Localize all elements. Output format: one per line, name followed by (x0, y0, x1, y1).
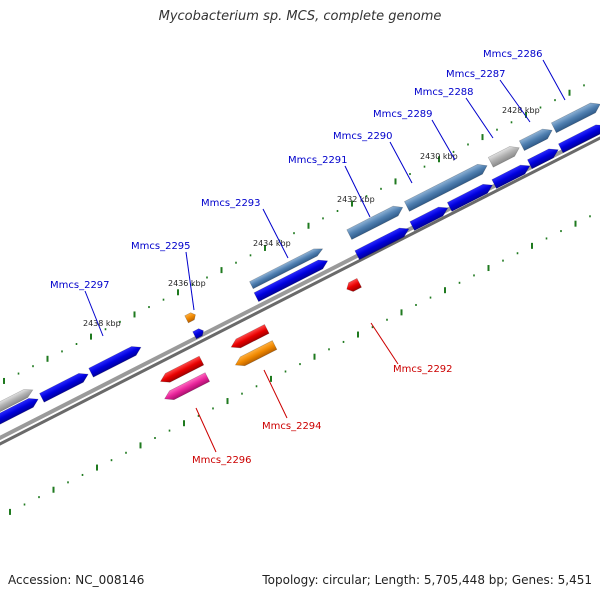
gene-arrow-mmcs-2293[interactable] (253, 256, 330, 303)
gene-arrow-mmcs-2286[interactable] (558, 121, 600, 154)
gene-highlight[interactable] (518, 125, 554, 152)
gene-arrow-mmcs-2287[interactable] (527, 145, 560, 170)
gene-labels: Mmcs_2286 Mmcs_2287 Mmcs_2288 Mmcs_2289 … (50, 49, 543, 466)
gene-label-mmcs-2290[interactable]: Mmcs_2290 (333, 131, 393, 142)
gene-arrow-mmcs-2296[interactable] (158, 355, 205, 386)
gene-arrow-mmcs-2292[interactable] (344, 277, 362, 293)
scale-ticks (3, 84, 591, 515)
leader-line (431, 119, 456, 161)
gene-highlight[interactable] (487, 143, 522, 168)
scale-label: 2430 kbp (420, 152, 458, 161)
leader-line (185, 251, 195, 311)
gene-arrow-mmcs-2296b[interactable] (162, 372, 211, 404)
gene-highlight[interactable] (346, 202, 405, 240)
map-title: Mycobacterium sp. MCS, complete genome (158, 9, 442, 24)
gene-highlight[interactable] (404, 161, 489, 212)
gene-label-mmcs-2295[interactable]: Mmcs_2295 (131, 241, 191, 252)
gene-label-mmcs-2293[interactable]: Mmcs_2293 (201, 198, 261, 209)
label-leader-lines (84, 59, 566, 453)
gene-label-mmcs-2291[interactable]: Mmcs_2291 (288, 155, 348, 166)
leader-line (84, 290, 104, 337)
gene-label-mmcs-2289[interactable]: Mmcs_2289 (373, 109, 433, 120)
topology-summary-text: Topology: circular; Length: 5,705,448 bp… (262, 573, 592, 587)
gene-arrow-mmcs-2289[interactable] (446, 181, 494, 212)
leader-line (499, 79, 531, 123)
gene-arrow-mmcs-2294[interactable] (229, 324, 270, 351)
gene-arrow-mmcs-2291[interactable] (354, 224, 411, 261)
scale-label: 2434 kbp (253, 239, 291, 248)
scale-labels: 2428 kbp 2430 kbp 2432 kbp 2434 kbp 2436… (83, 106, 540, 328)
accession-text: Accession: NC_008146 (8, 573, 145, 587)
leader-line (263, 369, 288, 419)
gene-arrow-mmcs-2294b[interactable] (233, 340, 278, 370)
backbone-line-inner (0, 136, 600, 446)
leader-line (195, 407, 217, 453)
scale-label: 2428 kbp (502, 106, 540, 115)
gene-highlight[interactable] (0, 386, 35, 413)
leader-line (262, 208, 289, 259)
gene-arrow[interactable] (88, 343, 143, 378)
gene-features (0, 99, 600, 428)
scale-label: 2438 kbp (83, 319, 121, 328)
leader-line (389, 141, 413, 184)
leader-line (542, 59, 566, 101)
leader-line (344, 165, 371, 218)
gene-arrow-mmcs-2290[interactable] (409, 203, 450, 231)
gene-label-mmcs-2294[interactable]: Mmcs_2294 (262, 421, 322, 432)
gene-highlight[interactable] (249, 245, 325, 290)
gene-label-mmcs-2286[interactable]: Mmcs_2286 (483, 49, 543, 60)
scale-label: 2436 kbp (168, 279, 206, 288)
scale-label: 2432 kbp (337, 195, 375, 204)
gene-arrow-mmcs-2295[interactable] (192, 327, 206, 340)
gene-arrow[interactable] (39, 370, 91, 403)
gene-label-mmcs-2292[interactable]: Mmcs_2292 (393, 364, 453, 375)
gene-arrow-small[interactable] (184, 311, 198, 324)
gene-label-mmcs-2287[interactable]: Mmcs_2287 (446, 69, 506, 80)
gene-label-mmcs-2297[interactable]: Mmcs_2297 (50, 280, 110, 291)
gene-arrow-mmcs-2297[interactable] (0, 395, 40, 428)
gene-label-mmcs-2296[interactable]: Mmcs_2296 (192, 455, 252, 466)
gene-arrow-mmcs-2288[interactable] (491, 161, 532, 189)
gene-highlight[interactable] (550, 99, 600, 134)
leader-line (370, 322, 399, 365)
gene-label-mmcs-2288[interactable]: Mmcs_2288 (414, 87, 474, 98)
leader-line (465, 97, 494, 139)
